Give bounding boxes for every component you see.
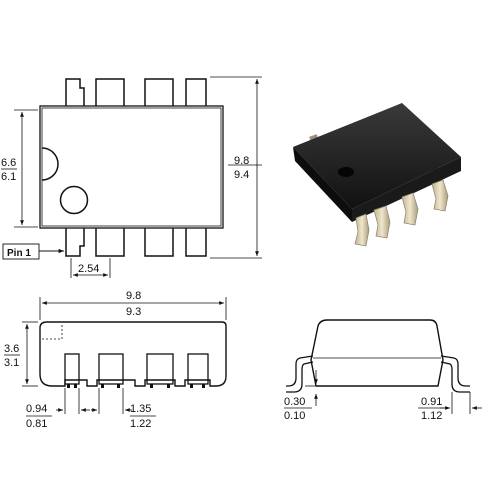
pin-top-4 xyxy=(185,78,207,106)
side-view xyxy=(22,297,227,414)
side-length-max: 9.8 xyxy=(126,290,141,302)
pin-bottom-4 xyxy=(185,228,207,257)
side-lead-4 xyxy=(187,353,209,385)
dim-lead-width xyxy=(91,388,132,414)
pin1-leader xyxy=(2,243,64,260)
top-body-outer xyxy=(39,105,224,229)
dim-pitch xyxy=(70,258,111,278)
photo-body-side xyxy=(293,147,352,222)
photo-pin1-mark xyxy=(338,167,354,177)
top-width-min: 6.1 xyxy=(1,171,16,183)
pin1-notch xyxy=(41,147,59,181)
end-lead-right xyxy=(440,355,470,393)
end-body xyxy=(310,319,444,387)
bottom-pins xyxy=(65,228,207,257)
pin-bottom-3 xyxy=(144,228,174,257)
pin-top-2 xyxy=(95,78,125,106)
lead-width-min: 1.22 xyxy=(130,418,151,430)
side-lead-1 xyxy=(64,353,80,385)
top-body-inner xyxy=(41,107,222,227)
pin-bottom-2 xyxy=(95,228,125,257)
pin1-dot xyxy=(59,185,89,215)
dim-standoff xyxy=(305,370,318,406)
top-pins xyxy=(65,78,207,106)
side-height-max: 3.6 xyxy=(4,343,19,355)
side-length-min: 9.3 xyxy=(126,306,141,318)
photo-front-leads xyxy=(354,179,449,247)
top-width-max: 6.6 xyxy=(1,157,16,169)
foot-max: 1.12 xyxy=(421,410,442,422)
end-view xyxy=(286,319,482,414)
top-length-min: 9.4 xyxy=(234,169,249,181)
dim-side-height xyxy=(22,321,38,387)
side-body xyxy=(39,321,227,387)
dim-width xyxy=(14,109,38,228)
pin-top-3 xyxy=(144,78,174,106)
side-lead-tips xyxy=(67,384,205,388)
dim-side-length xyxy=(39,297,227,320)
side-leads xyxy=(64,353,209,385)
pin-top-1 xyxy=(65,78,85,106)
photo-body-top xyxy=(293,103,461,209)
lead-length-max: 0.94 xyxy=(26,403,47,415)
dim-foot xyxy=(440,392,482,414)
standoff-max: 0.30 xyxy=(284,396,305,408)
side-lead-2 xyxy=(98,353,124,385)
dim-length xyxy=(210,76,262,259)
foot-min: 0.91 xyxy=(421,396,442,408)
top-view xyxy=(2,76,262,278)
pin1-label: Pin 1 xyxy=(7,248,31,259)
side-lead-3 xyxy=(146,353,174,385)
side-pin1-notch xyxy=(42,324,63,340)
lead-length-min: 0.81 xyxy=(26,418,47,430)
photo-body-front xyxy=(352,157,461,222)
lead-width-max: 1.35 xyxy=(130,403,151,415)
dim-lead-length xyxy=(56,388,90,414)
chip-photo xyxy=(293,103,461,247)
top-length-max: 9.8 xyxy=(234,155,249,167)
side-height-min: 3.1 xyxy=(4,357,19,369)
pitch-label: 2.54 xyxy=(78,263,99,275)
standoff-min: 0.10 xyxy=(284,410,305,422)
pin-bottom-1 xyxy=(65,228,85,257)
end-lead-left xyxy=(286,355,314,393)
